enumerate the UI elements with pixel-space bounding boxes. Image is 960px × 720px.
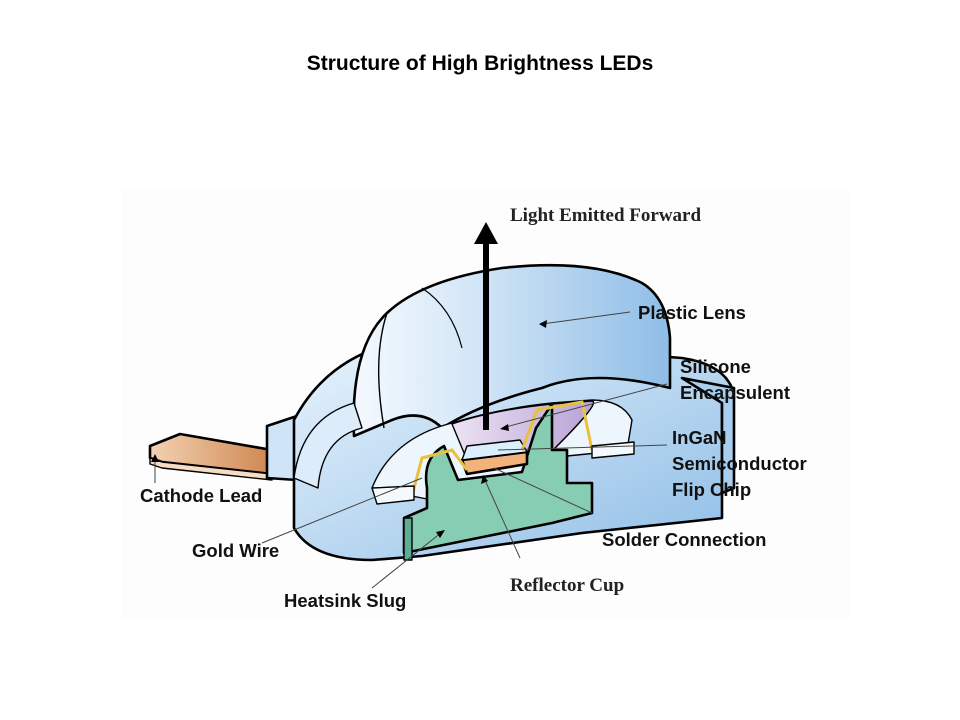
light-emitted-arrow (474, 222, 498, 430)
label-heatsink-slug: Heatsink Slug (284, 590, 406, 611)
housing-right-wall (680, 376, 736, 495)
slide-title: Structure of High Brightness LEDs (306, 52, 654, 75)
heatsink-slug-shape (402, 402, 594, 555)
label-flip-chip: Flip Chip (672, 479, 751, 500)
leader-lines (151, 311, 668, 589)
led-diagram: Light Emitted Forward Plastic Lens Silic… (140, 205, 807, 611)
label-cathode-lead: Cathode Lead (140, 485, 262, 506)
label-plastic-lens: Plastic Lens (638, 302, 746, 323)
gold-wire-left (410, 448, 469, 497)
label-encapsulent: Encapsulent (680, 382, 790, 403)
label-gold-wire: Gold Wire (192, 540, 279, 561)
label-reflector-cup: Reflector Cup (510, 575, 624, 596)
plastic-lens-shape (352, 263, 672, 438)
label-light-emitted-forward: Light Emitted Forward (510, 205, 701, 226)
label-semiconductor: Semiconductor (672, 453, 807, 474)
label-silicone: Silicone (680, 356, 751, 377)
led-structure-figure: Light Emitted Forward Plastic Lens Silic… (122, 188, 850, 620)
cathode-lead-shape (148, 432, 274, 481)
label-solder-connection: Solder Connection (602, 529, 766, 550)
gold-wire-right (520, 400, 594, 451)
housing-left-tab (265, 414, 299, 482)
label-ingan: InGaN (672, 427, 726, 448)
